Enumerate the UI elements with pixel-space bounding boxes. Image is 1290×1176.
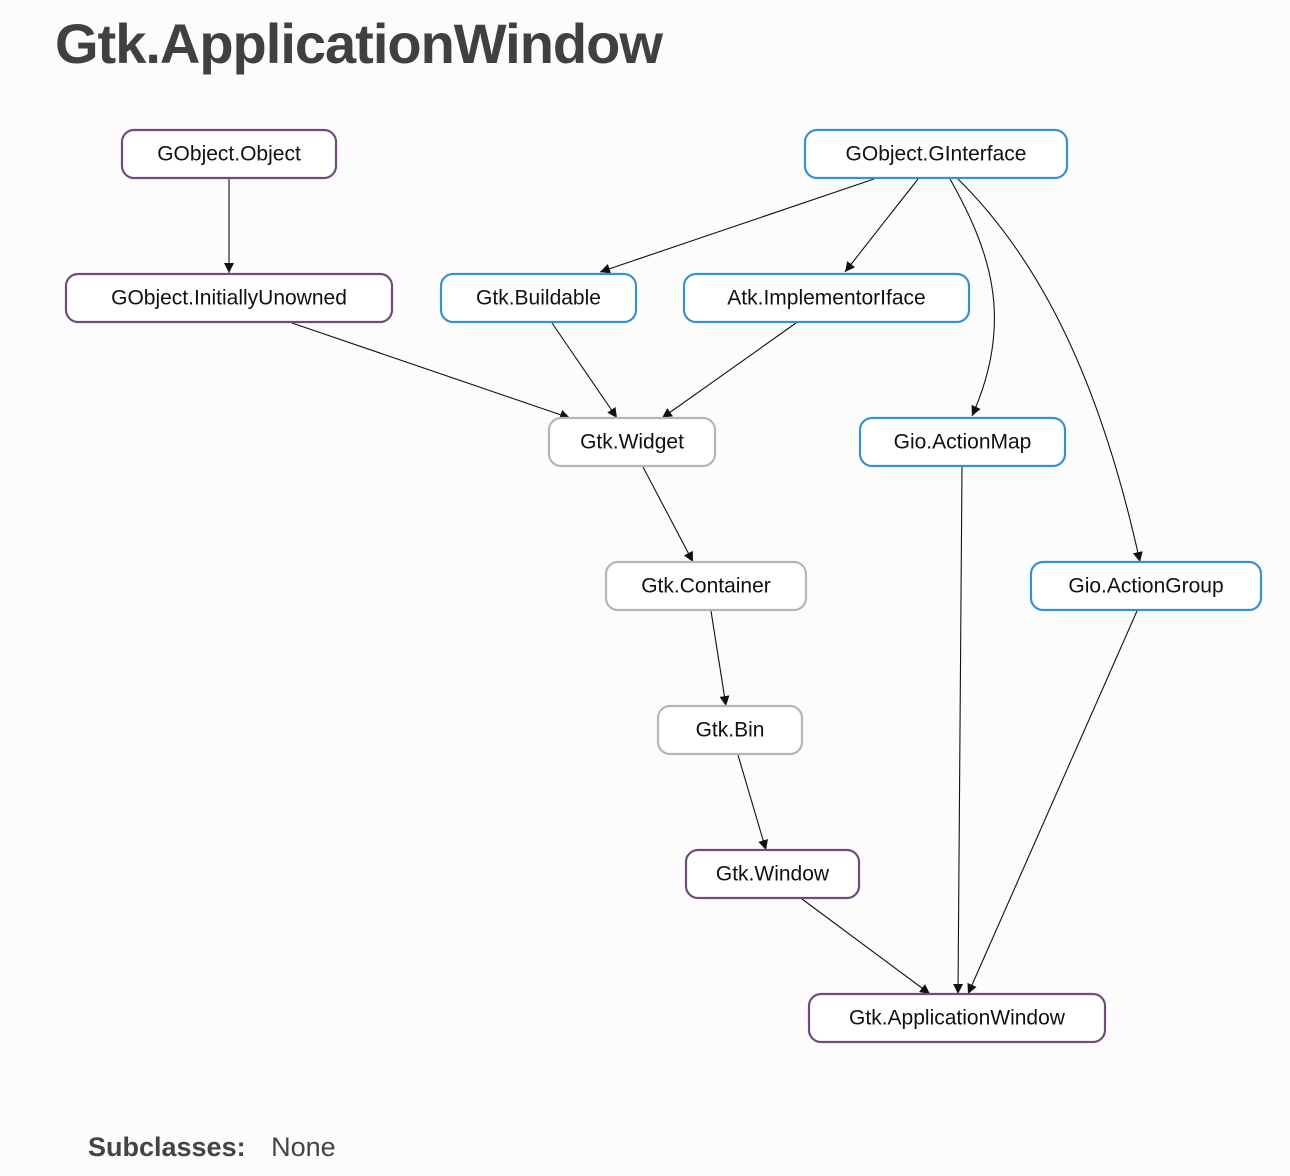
node-box bbox=[684, 848, 861, 900]
node-label: Gtk.Bin bbox=[696, 719, 765, 742]
node-atk-implementoriface[interactable]: Atk.ImplementorIface bbox=[682, 272, 971, 324]
node-gobject-initiallyunowned[interactable]: GObject.InitiallyUnowned bbox=[64, 272, 394, 324]
node-box bbox=[64, 272, 394, 324]
edge-gio-actiongroup-to-gtk-applicationwindow bbox=[967, 610, 1138, 995]
edge-gtk-buildable-to-gtk-widget bbox=[551, 322, 618, 419]
subclasses-section: Subclasses: None bbox=[88, 1128, 336, 1166]
node-gtk-buildable[interactable]: Gtk.Buildable bbox=[439, 272, 638, 324]
node-box bbox=[604, 560, 808, 612]
node-box bbox=[547, 416, 717, 468]
node-label: Atk.ImplementorIface bbox=[727, 287, 925, 310]
node-box bbox=[807, 992, 1107, 1044]
node-gio-actiongroup[interactable]: Gio.ActionGroup bbox=[1029, 560, 1263, 612]
edge-gobject-ginterface-to-gtk-buildable bbox=[599, 178, 875, 274]
edge-gobject-initiallyunowned-to-gtk-widget bbox=[291, 322, 571, 420]
edge-gio-actionmap-to-gtk-applicationwindow bbox=[953, 466, 964, 995]
node-label: Gtk.Widget bbox=[580, 431, 684, 454]
node-box bbox=[1029, 560, 1263, 612]
edges-layer bbox=[224, 178, 1143, 995]
node-box bbox=[656, 704, 804, 756]
class-hierarchy-diagram: GObject.Object GObject.GInterfaceGObject.… bbox=[64, 128, 1263, 1044]
nodes-layer: GObject.Object GObject.GInterfaceGObject.… bbox=[64, 128, 1263, 1044]
node-gobject-ginterface[interactable]: GObject.GInterface bbox=[803, 128, 1069, 180]
subclasses-value: None bbox=[271, 1132, 336, 1162]
node-label: Gtk.Buildable bbox=[476, 287, 601, 310]
edge-gtk-bin-to-gtk-window bbox=[737, 754, 768, 851]
edge-gobject-ginterface-to-atk-implementoriface bbox=[844, 178, 919, 273]
node-label: Gtk.ApplicationWindow bbox=[849, 1007, 1066, 1030]
node-gtk-window[interactable]: Gtk.Window bbox=[684, 848, 861, 900]
page-title: Gtk.ApplicationWindow bbox=[55, 12, 663, 75]
node-gtk-bin[interactable]: Gtk.Bin bbox=[656, 704, 804, 756]
node-gtk-container[interactable]: Gtk.Container bbox=[604, 560, 808, 612]
node-label: GObject.InitiallyUnowned bbox=[111, 287, 347, 310]
node-box bbox=[682, 272, 971, 324]
node-label: Gio.ActionGroup bbox=[1068, 575, 1223, 598]
node-label: GObject.Object bbox=[157, 143, 301, 166]
node-gtk-widget[interactable]: Gtk.Widget bbox=[547, 416, 717, 468]
node-label: Gio.ActionMap bbox=[894, 431, 1032, 454]
subclasses-label: Subclasses: bbox=[88, 1132, 246, 1162]
node-gobject-object[interactable]: GObject.Object bbox=[120, 128, 338, 180]
node-gtk-applicationwindow[interactable]: Gtk.ApplicationWindow bbox=[807, 992, 1107, 1044]
edge-gobject-ginterface-to-gio-actionmap bbox=[949, 178, 995, 417]
node-label: Gtk.Window bbox=[716, 863, 830, 886]
node-label: Gtk.Container bbox=[641, 575, 771, 598]
edge-gobject-ginterface-to-gio-actiongroup bbox=[957, 178, 1143, 563]
node-gio-actionmap[interactable]: Gio.ActionMap bbox=[858, 416, 1067, 468]
edge-gtk-widget-to-gtk-container bbox=[642, 466, 694, 563]
edge-gtk-window-to-gtk-applicationwindow bbox=[801, 898, 931, 995]
node-box bbox=[120, 128, 338, 180]
node-box bbox=[439, 272, 638, 324]
edge-gtk-container-to-gtk-bin bbox=[710, 610, 730, 707]
node-box bbox=[858, 416, 1067, 468]
node-box bbox=[803, 128, 1069, 180]
edge-atk-implementoriface-to-gtk-widget bbox=[661, 322, 797, 419]
node-label: GObject.GInterface bbox=[846, 143, 1027, 166]
